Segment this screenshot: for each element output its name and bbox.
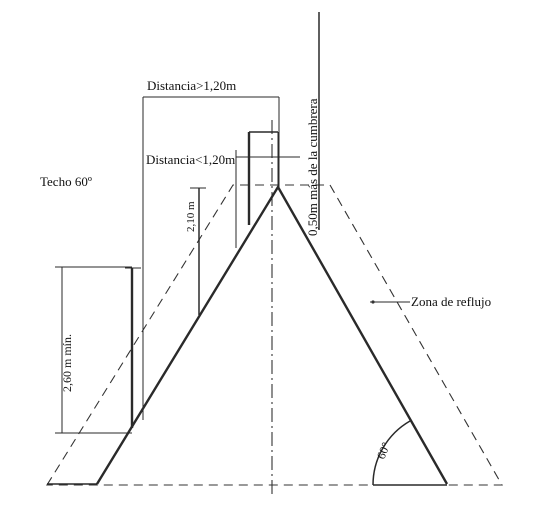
height-short-label: 2,10 m [185, 201, 197, 232]
backflow-zone-outline [46, 184, 503, 486]
backflow-zone-label: Zona de reflujo [411, 294, 491, 309]
ridge-offset-label: 0,50m más de la cumbrera [305, 98, 320, 236]
height-long-label: 2,60 m mín. [60, 334, 74, 392]
distance-under-label: Distancia<1,20m [146, 152, 235, 167]
backflow-zone-dot [371, 300, 375, 304]
angle-arc [372, 420, 411, 486]
roof-label: Techo 60º [40, 174, 92, 189]
distance-over-label: Distancia>1,20m [147, 78, 236, 93]
angle-label: 60° [374, 440, 393, 461]
